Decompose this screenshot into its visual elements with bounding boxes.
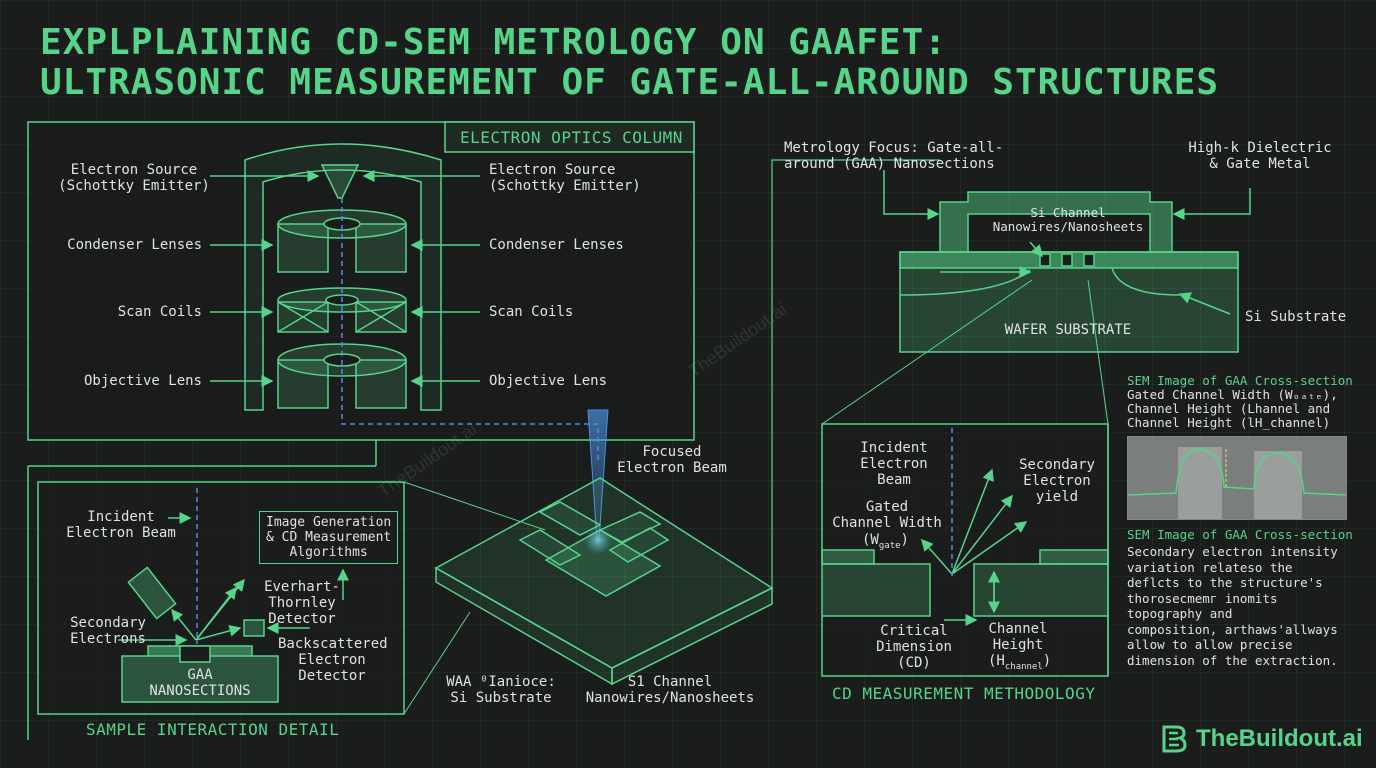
column-arrows — [210, 170, 480, 387]
wafer-sample — [434, 477, 774, 686]
label-electron-source-right: Electron Source (Schottky Emitter) — [489, 162, 641, 194]
column-header-box — [444, 121, 695, 153]
bse-detector — [127, 566, 177, 620]
label-everhart-thornley: Everhart- Thornley Detector — [264, 579, 340, 627]
label-critical-dimension: Critical Dimension (CD) — [876, 623, 952, 671]
label-wafer-substrate-block: WAFER SUBSTRATE — [1004, 322, 1132, 338]
label-condenser-right: Condenser Lenses — [489, 237, 624, 253]
label-secondary-yield: Secondary Electron yield — [1019, 457, 1095, 505]
label-objective-left: Objective Lens — [83, 373, 202, 389]
label-metrology-focus: Metrology Focus: Gate-all- around (GAA) … — [784, 140, 1004, 172]
label-w-gate: (Wgate) — [862, 532, 909, 551]
label-incident-beam: Incident Electron Beam — [66, 509, 176, 541]
label-electron-source-left: Electron Source (Schottky Emitter) — [58, 162, 210, 194]
sem-title-2: SEM Image of GAA Cross-section — [1127, 527, 1353, 542]
label-gaa-nanosections: GAA NANOSECTIONS — [149, 667, 251, 699]
label-secondary-electrons: Secondary Electrons — [70, 615, 146, 647]
condenser-lens — [277, 209, 407, 273]
sem-title-1: SEM Image of GAA Cross-section — [1127, 373, 1353, 388]
label-channel-height: Channel Height — [988, 621, 1048, 653]
algorithms-box: Image Generation & CD Measurement Algori… — [259, 511, 399, 564]
page-title-line1: EXPLPLAINING CD-SEM METROLOGY ON GAAFET: — [40, 22, 947, 63]
label-objective-right: Objective Lens — [489, 373, 608, 389]
label-si-substrate: Si Substrate — [1245, 309, 1347, 325]
label-si-channel: Si Channel Nanowires/Nanosheets — [992, 205, 1144, 234]
label-cd-incident-beam: Incident Electron Beam — [860, 440, 928, 488]
label-scan-coils-right: Scan Coils — [489, 304, 574, 320]
page-title-line2: ULTRASONIC MEASUREMENT OF GATE-ALL-AROUN… — [40, 62, 1220, 103]
everhart-detector — [243, 619, 265, 637]
label-gated-width: Gated Channel Width — [832, 499, 942, 531]
sem-desc-1: Gated Channel Width (Wₒₐₜₑ), Channel Hei… — [1127, 387, 1338, 430]
sem-desc-2: Secondary electron intensity variation r… — [1127, 544, 1338, 668]
label-backscattered-detector: Backscattered Electron Detector — [278, 636, 388, 684]
label-channel-nanowires: S1 Channel Nanowires/Nanosheets — [585, 674, 755, 706]
cd-panel-header: CD MEASUREMENT METHODOLOGY — [832, 684, 1096, 703]
sample-panel-header: SAMPLE INTERACTION DETAIL — [86, 720, 340, 739]
label-high-k-dielectric: High-k Dielectric & Gate Metal — [1188, 140, 1332, 172]
label-wafer-substrate: WAA ⁰Ianioce: Si Substrate — [446, 674, 556, 706]
brand-b-icon — [1162, 725, 1187, 753]
brand-logo: TheBuildout.ai — [1158, 724, 1363, 754]
label-scan-coils-left: Scan Coils — [117, 304, 202, 320]
label-focused-beam: Focused Electron Beam — [617, 444, 727, 476]
label-condenser-left: Condenser Lenses — [67, 237, 202, 253]
label-h-channel: (Hchannel) — [988, 653, 1052, 672]
column-panel-header: ELECTRON OPTICS COLUMN — [460, 128, 683, 147]
brand-name: TheBuildout.ai — [1196, 725, 1363, 752]
column-panel-frame — [27, 121, 695, 441]
sem-image — [1127, 436, 1347, 520]
